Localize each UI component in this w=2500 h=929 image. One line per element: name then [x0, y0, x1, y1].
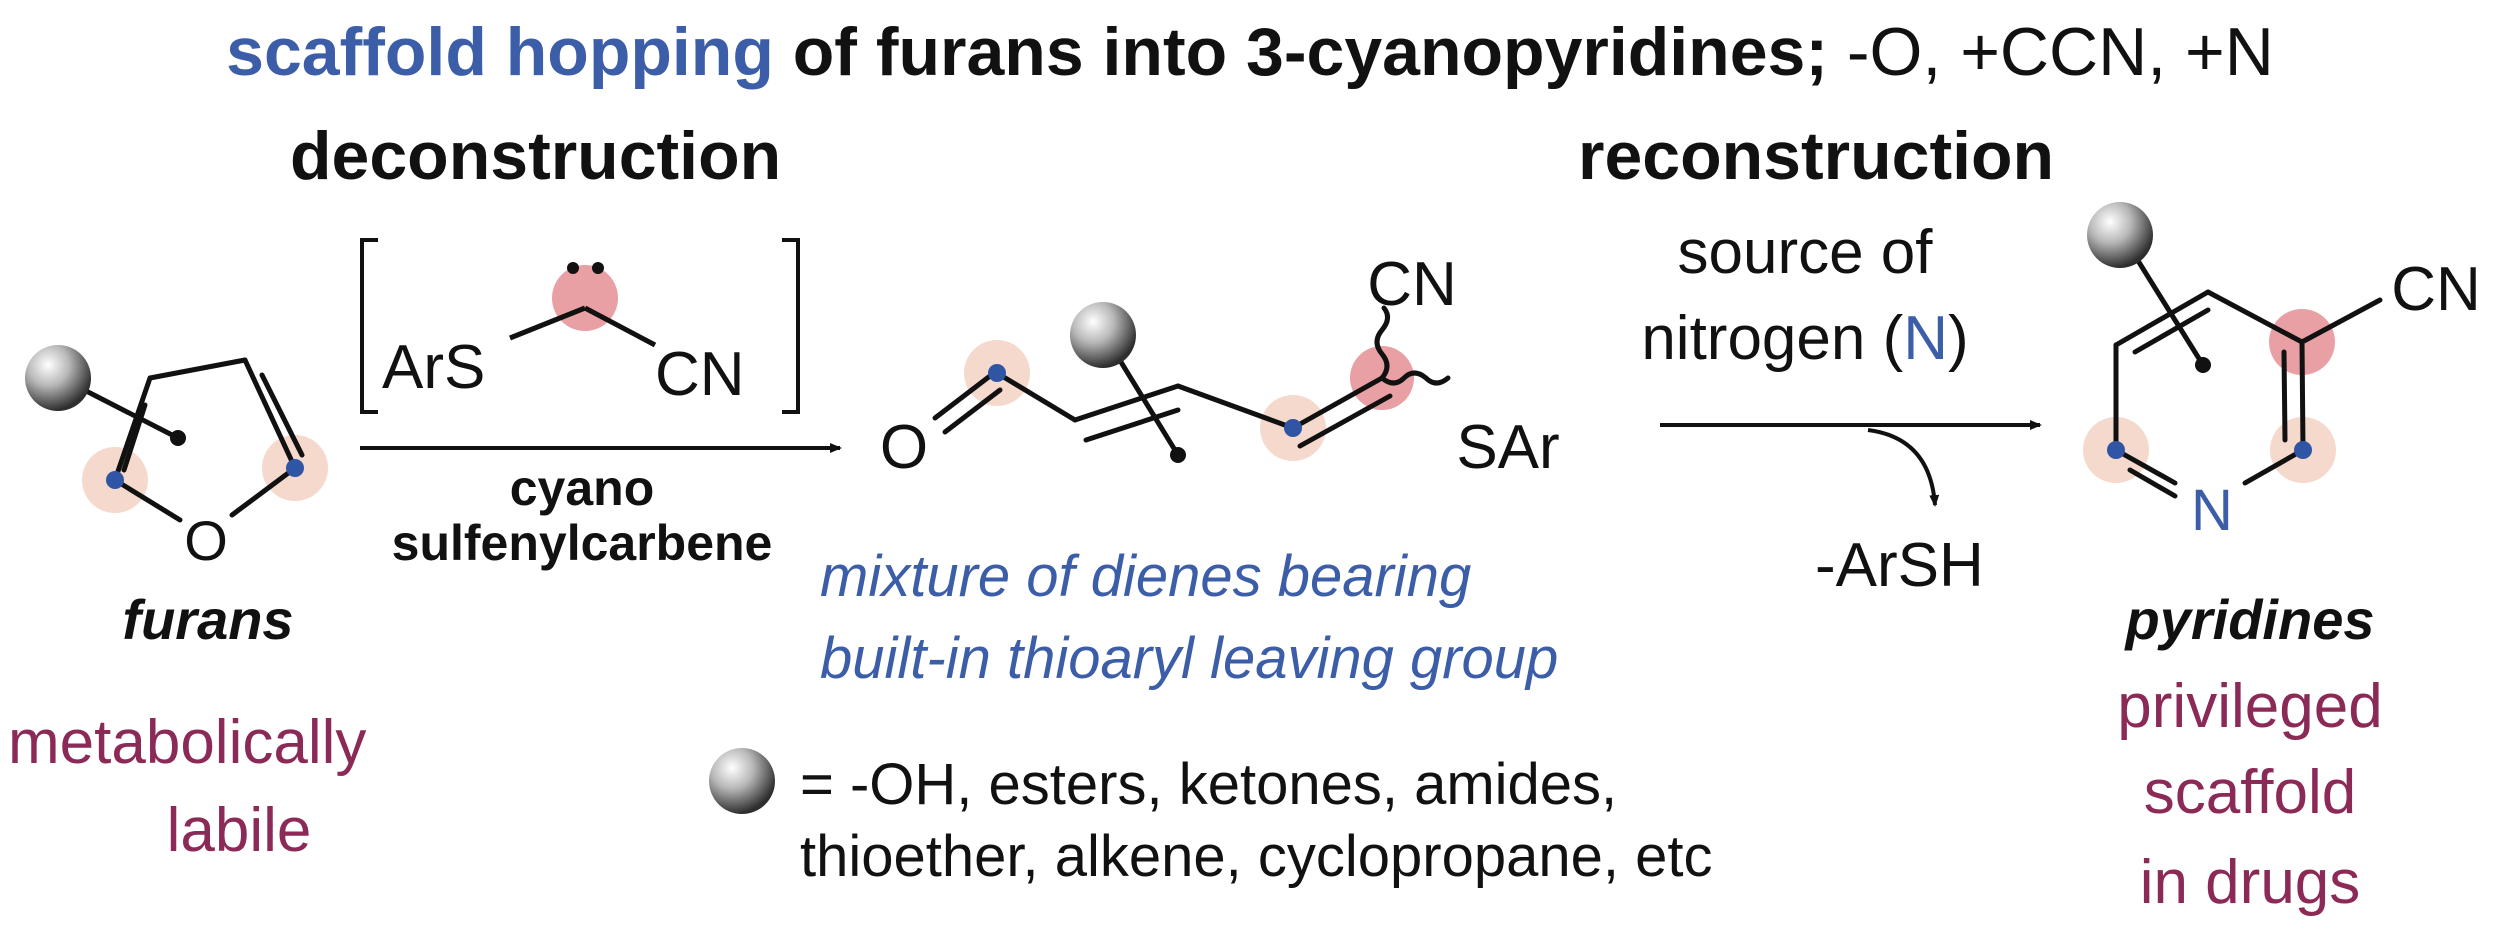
furan-note-line1: metabolically	[8, 708, 367, 777]
title-main: of furans into 3-cyanopyridines;	[773, 14, 1828, 90]
legend-line2: thioether, alkene, cyclopropane, etc	[800, 824, 1713, 889]
legend-line1: = -OH, esters, ketones, amides,	[800, 752, 1618, 817]
substituent-ball-icon	[1070, 302, 1136, 368]
pyridine-note-line3: in drugs	[2139, 848, 2361, 917]
atom-dot-furan-right	[286, 459, 304, 477]
carbene-lone-pair-dot	[592, 262, 604, 274]
page-title: scaffold hopping of furans into 3-cyanop…	[0, 18, 2500, 86]
pyridine-cn: CN	[2391, 255, 2481, 324]
carbene-label-line2: sulfenylcarbene	[392, 515, 773, 571]
substituent-ball-icon	[2087, 202, 2153, 268]
attachment-dot-furan	[170, 430, 186, 446]
pyridine-note-line1: privileged	[2117, 672, 2383, 741]
section-deconstruction: deconstruction	[290, 118, 782, 194]
legend-ball-icon	[709, 748, 775, 814]
diene-oxygen: O	[880, 413, 928, 482]
furan-oxygen: O	[184, 509, 228, 572]
title-highlight: scaffold hopping	[226, 14, 774, 90]
diene-cn: CN	[1367, 250, 1457, 319]
diene-caption-line1: mixture of dienes bearing	[820, 544, 1472, 609]
furan-structure	[52, 357, 328, 523]
title-tail: -O, +CCN, +N	[1828, 14, 2274, 90]
atom-dot-furan-left	[106, 471, 124, 489]
substituent-ball-icon	[25, 345, 91, 411]
attachment-dot-pyridine	[2195, 357, 2211, 373]
carbene-reagent	[360, 238, 800, 414]
atom-dot-diene-right	[1284, 419, 1302, 437]
furan-note-line2: labile	[166, 796, 312, 865]
diene-sar: SAr	[1456, 413, 1559, 482]
reagent-nitrogen: N	[1903, 304, 1949, 373]
reagent-line1: source of	[1677, 218, 1933, 287]
diene-caption-line2: built-in thioaryl leaving group	[820, 626, 1559, 691]
carbene-cn: CN	[655, 340, 745, 409]
pyridine-label: pyridines	[2125, 588, 2375, 651]
carbene-lone-pair-dot	[567, 262, 579, 274]
atom-dot-pyridine-left	[2107, 441, 2125, 459]
pyridine-structure	[2083, 232, 2383, 499]
section-reconstruction: reconstruction	[1578, 118, 2055, 194]
pyridine-nitrogen: N	[2191, 478, 2233, 543]
diene-structure	[932, 305, 1451, 461]
byproduct-label: -ArSH	[1815, 531, 1984, 600]
pyridine-note-line2: scaffold	[2143, 758, 2357, 827]
atom-dot-diene-left	[988, 364, 1006, 382]
atom-dot-pyridine-right	[2294, 441, 2312, 459]
byproduct-arrow	[1867, 428, 1940, 507]
reagent-line2: nitrogen (N)	[1641, 304, 1969, 373]
carbene-ars: ArS	[382, 333, 485, 402]
carbene-label-line1: cyano	[510, 460, 655, 516]
attachment-dot-diene	[1170, 447, 1186, 463]
furan-label: furans	[122, 588, 294, 651]
